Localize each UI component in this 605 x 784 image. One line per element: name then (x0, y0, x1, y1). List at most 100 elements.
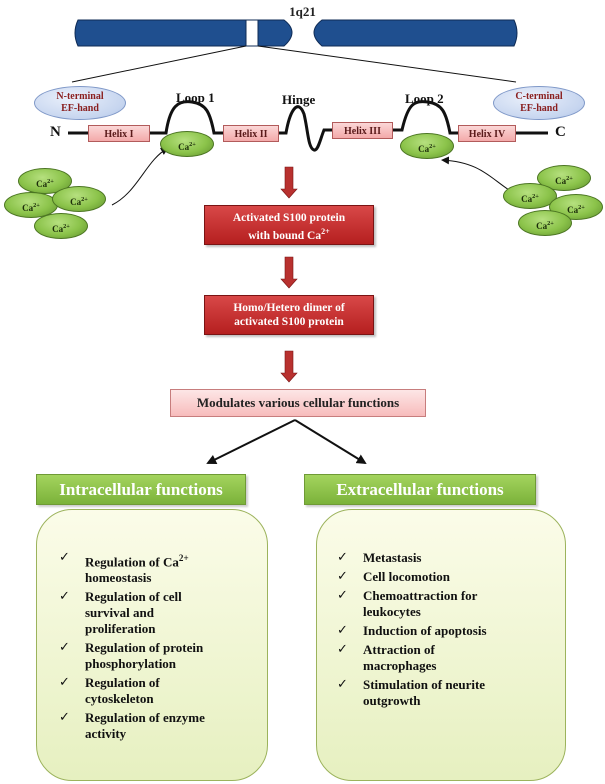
calcium-arrow-left (111, 147, 169, 206)
calcium-charge: 2+ (578, 204, 585, 211)
n-terminus-label: N (50, 124, 61, 140)
function-text-continued: survival and (85, 605, 154, 621)
n-terminal-ef-hand-label: N-terminal EF-hand (34, 86, 126, 120)
function-text: Regulation of protein (85, 640, 204, 656)
function-text: Regulation of enzyme (85, 710, 205, 726)
calcium-charge: 2+ (547, 220, 554, 227)
activated-line-2-text: with bound Ca (248, 229, 322, 242)
function-text-continued: proliferation (85, 621, 156, 637)
calcium-text: Ca (418, 144, 430, 154)
calcium-charge: 2+ (429, 143, 436, 150)
down-arrow (280, 350, 298, 383)
helix-iii: Helix III (332, 122, 393, 139)
function-text: Induction of apoptosis (363, 623, 487, 638)
function-text: Regulation of cell (85, 589, 182, 605)
check-icon: ✓ (337, 569, 348, 584)
check-icon: ✓ (337, 588, 348, 603)
function-list-item: ✓ Induction of apoptosis (337, 623, 562, 639)
calcium-text: Ca (536, 221, 548, 231)
dimer-box: Homo/Hetero dimer of activated S100 prot… (204, 295, 374, 335)
function-text: Regulation of (85, 675, 160, 691)
activated-line-1: Activated S100 protein (232, 212, 346, 224)
function-text-continued: activity (85, 726, 127, 742)
modulates-functions-box: Modulates various cellular functions (170, 389, 426, 417)
function-list-item: ✓Regulation of Ca2+homeostasis (59, 550, 259, 586)
function-text-continued: homeostasis (85, 570, 152, 586)
loop-2-label: Loop 2 (405, 91, 444, 106)
ef-hand-line: EF-hand (61, 103, 99, 114)
function-text-continued: phosphorylation (85, 656, 177, 672)
down-arrow (280, 166, 298, 199)
calcium-charge: 2+ (63, 223, 70, 230)
zoom-line-right (257, 45, 517, 83)
calcium-charge: 2+ (189, 141, 196, 148)
calcium-text: Ca (521, 194, 533, 204)
calcium-text: Ca (22, 203, 34, 213)
calcium-text: Ca (555, 176, 567, 186)
chromosome-label: 1q21 (289, 4, 316, 19)
function-text: Attraction of (363, 642, 435, 657)
function-list-item: ✓Cell locomotion (337, 569, 562, 585)
function-text-continued: leukocytes (363, 604, 421, 619)
function-text-continued: cytoskeleton (85, 691, 154, 707)
calcium-charge: 2+ (47, 178, 54, 185)
hinge-label: Hinge (282, 92, 316, 107)
activated-line-2: with bound Ca2+ (205, 225, 373, 243)
function-text: Metastasis (363, 550, 422, 565)
check-icon: ✓ (337, 642, 348, 657)
calcium-text: Ca (36, 179, 48, 189)
calcium-charge: 2+ (532, 193, 539, 200)
calcium-arrow-right (441, 156, 513, 193)
function-text-continued: macrophages (363, 658, 437, 673)
activated-line-2-charge: 2+ (321, 227, 330, 236)
chromosome-q-arm (313, 19, 518, 47)
ef-hand-line: N-terminal (56, 91, 104, 102)
c-terminus-label: C (555, 124, 566, 140)
dimer-line-1: Homo/Hetero dimer of (233, 302, 345, 314)
function-text-continued: outgrowth (363, 693, 421, 708)
calcium-ion-loop-1: Ca2+ (160, 131, 214, 157)
intracellular-functions-panel: ✓Regulation of Ca2+homeostasis✓Regulatio… (36, 509, 268, 781)
extracellular-functions-panel: ✓Metastasis✓Cell locomotion✓Chemoattract… (316, 509, 566, 781)
helix-iv: Helix IV (458, 125, 516, 142)
chromosome-p-arm (74, 19, 293, 47)
chromosome (74, 19, 518, 47)
calcium-text: Ca (178, 142, 190, 152)
red-arrows (280, 166, 298, 383)
function-text: Regulation of Ca (85, 554, 179, 570)
check-icon: ✓ (59, 675, 70, 691)
intracellular-functions-header: Intracellular functions (36, 474, 246, 505)
check-icon: ✓ (59, 710, 70, 726)
loop-1-label: Loop 1 (176, 90, 215, 105)
activated-s100-box: Activated S100 protein with bound Ca2+ (204, 205, 374, 245)
calcium-ion: Ca2+ (518, 210, 572, 236)
calcium-charge: 2+ (81, 196, 88, 203)
ef-hand-line: C-terminal (515, 91, 563, 102)
calcium-text: Ca (567, 205, 579, 215)
calcium-text: Ca (52, 224, 64, 234)
check-icon: ✓ (337, 623, 348, 638)
function-text: Stimulation of neurite (363, 677, 486, 692)
protein-backbone (68, 100, 548, 152)
function-text: Chemoattraction for (363, 588, 478, 603)
check-icon: ✓ (337, 677, 348, 692)
chromosome-1q21-band (245, 19, 259, 47)
calcium-ion-loop-2: Ca2+ (400, 133, 454, 159)
helix-i: Helix I (88, 125, 150, 142)
ef-hand-line: EF-hand (520, 103, 558, 114)
helix-ii: Helix II (223, 125, 279, 142)
check-icon: ✓ (59, 589, 70, 605)
calcium-ion: Ca2+ (52, 186, 106, 212)
calcium-ion: Ca2+ (4, 192, 58, 218)
c-terminal-ef-hand-label: C-terminal EF-hand (493, 86, 585, 120)
calcium-text: Ca (70, 197, 82, 207)
calcium-charge: 2+ (566, 175, 573, 182)
intracellular-functions-list: ✓Regulation of Ca2+homeostasis✓Regulatio… (59, 550, 259, 745)
